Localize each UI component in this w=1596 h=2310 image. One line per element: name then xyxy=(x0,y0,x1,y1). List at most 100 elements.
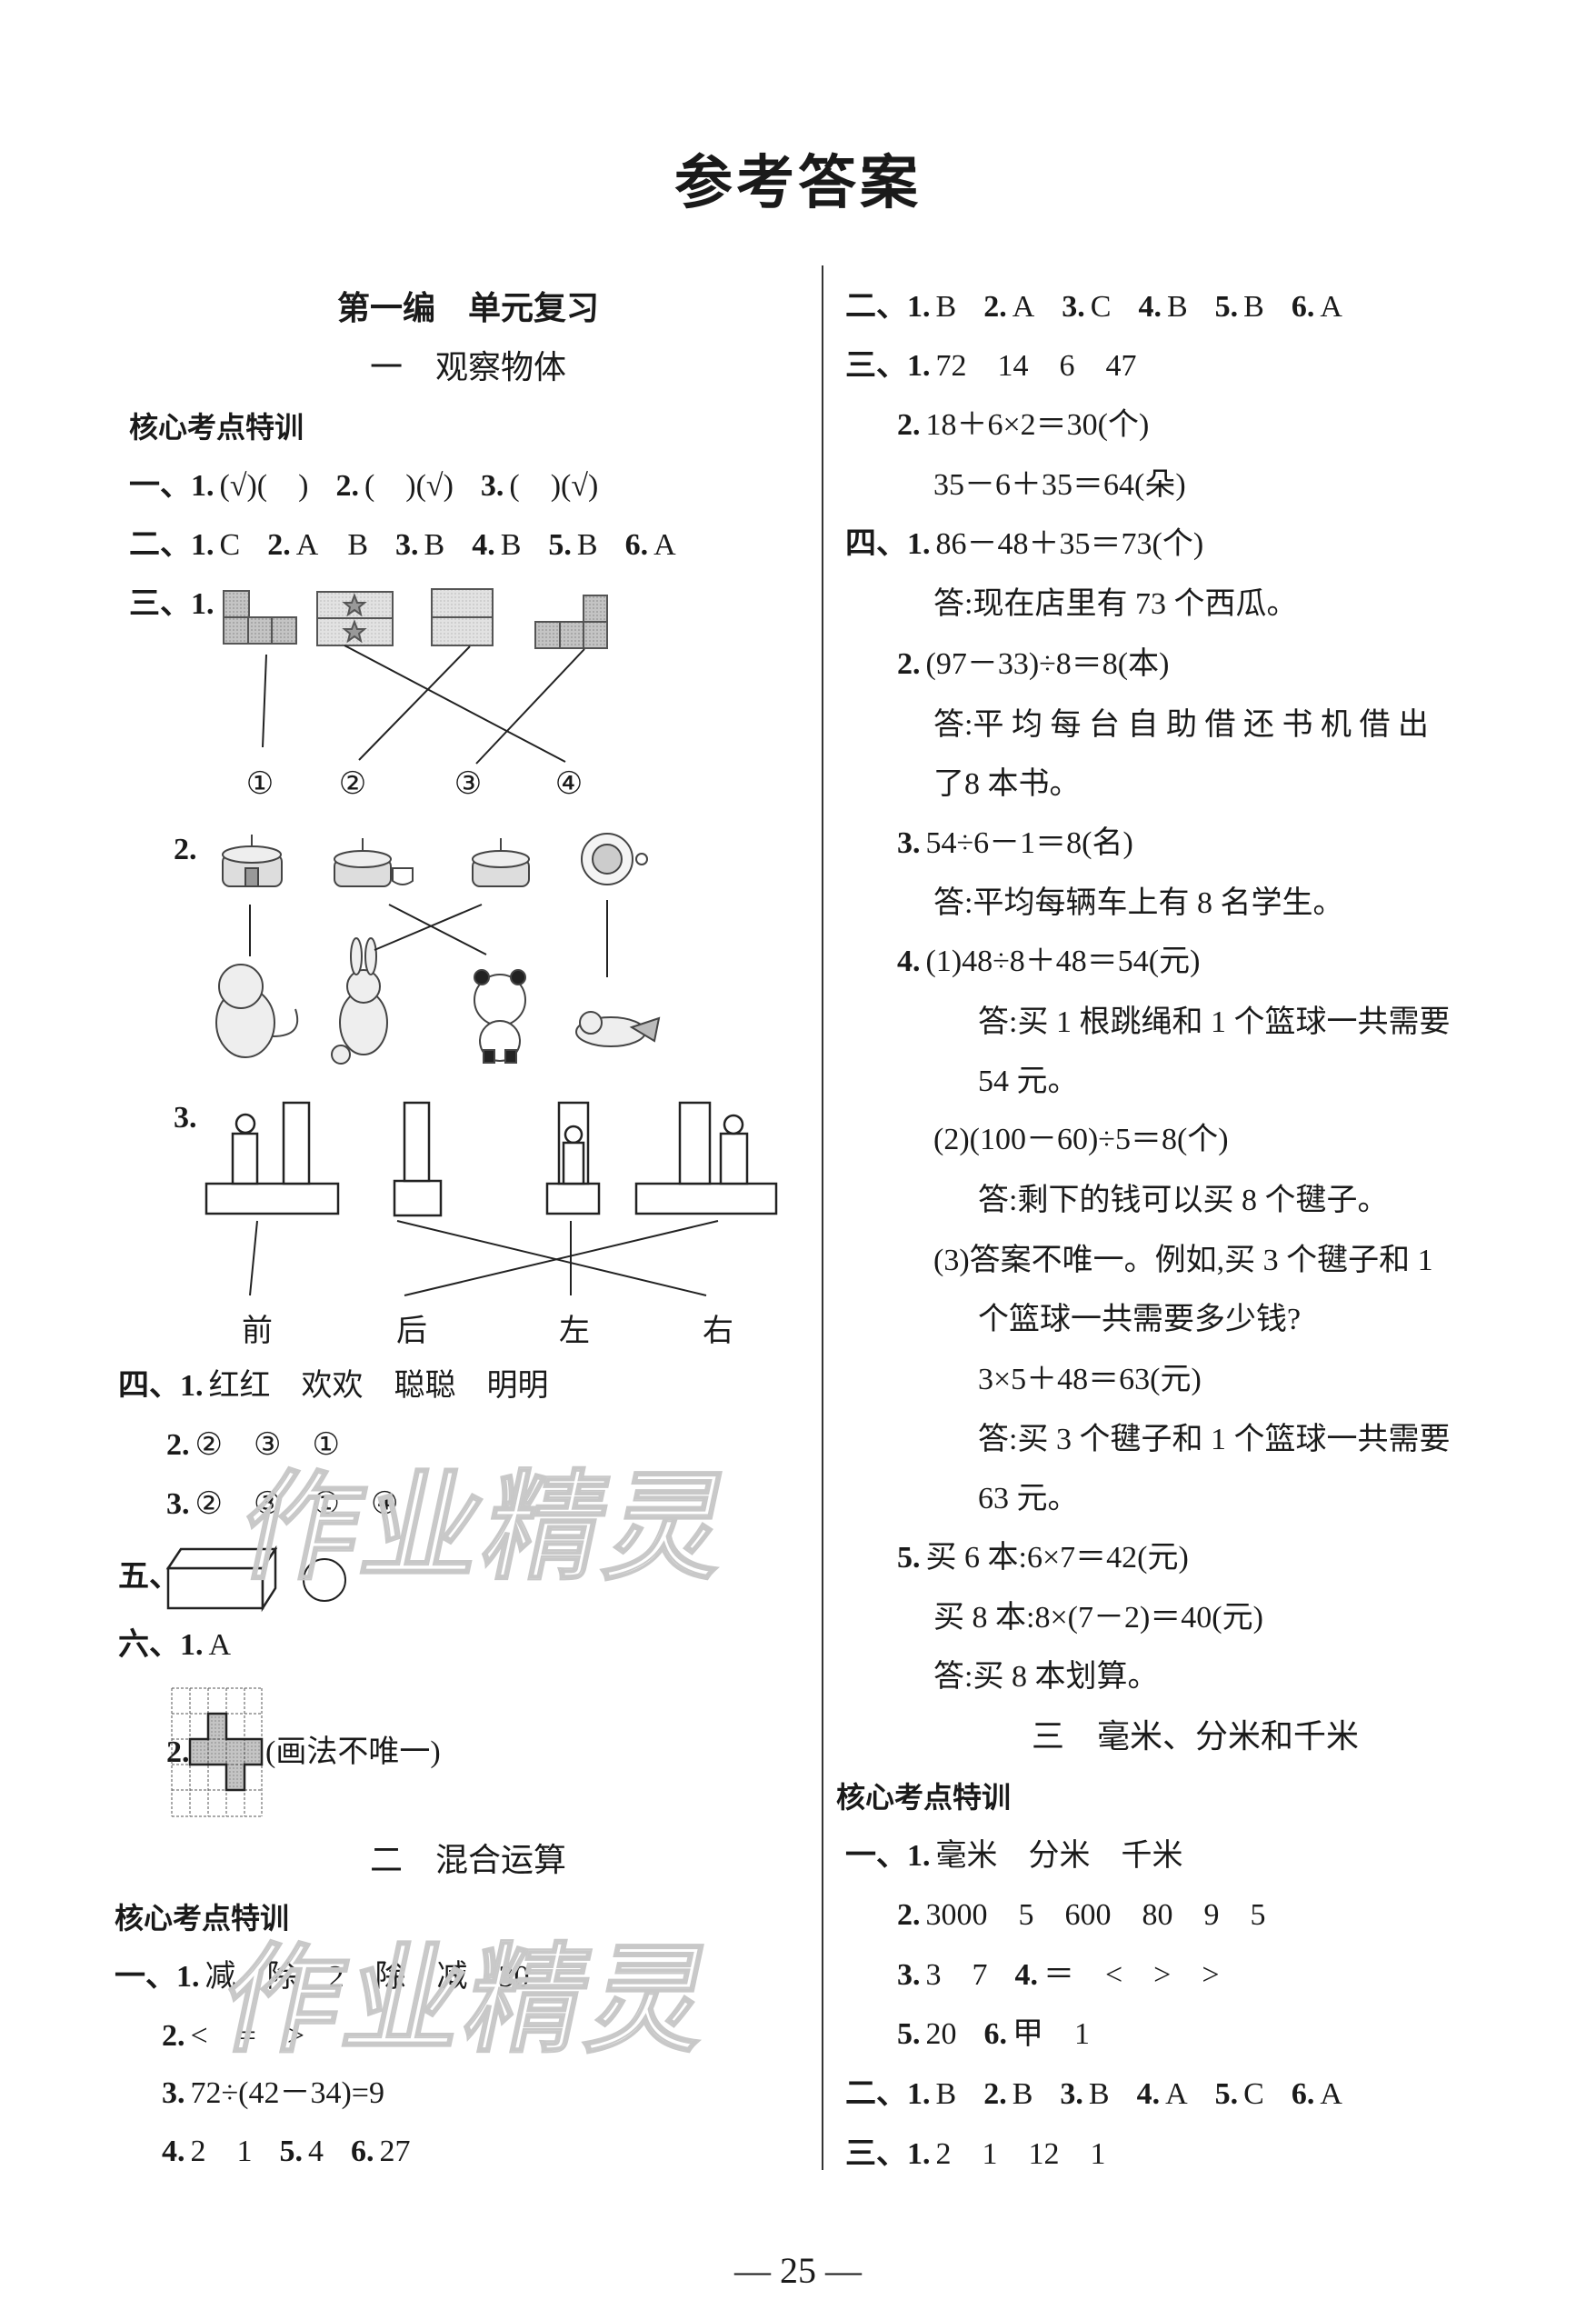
answer-text: A xyxy=(1320,2077,1342,2111)
answer-item: 答:买 3 个毽子和 1 个篮球一共需要 xyxy=(978,1423,1450,1456)
answer-text: A xyxy=(1012,290,1035,324)
right-answer-line: 答:买 3 个毽子和 1 个篮球一共需要 xyxy=(978,1411,1477,1469)
question-number: 5. xyxy=(897,2017,921,2051)
answer-text: ( )(√) xyxy=(509,469,599,503)
question-number: 一、1. xyxy=(115,1960,200,1994)
answer-text: B xyxy=(1088,2077,1110,2111)
answer-text: A xyxy=(1165,2077,1188,2111)
answer-item: (3)答案不唯一。例如,买 3 个毽子和 1 xyxy=(933,1244,1433,1277)
answer-text: ( )(√) xyxy=(364,469,454,503)
answer-text: 18＋6×2＝30(个) xyxy=(925,408,1150,442)
question-number: 5. xyxy=(1214,2077,1239,2111)
answer-text: (2)(100－60)÷5＝8(个) xyxy=(933,1123,1229,1156)
page-number: — 25 — xyxy=(734,2250,862,2291)
right-answer-line: 答:现在店里有 73 个西瓜。 xyxy=(933,575,1324,634)
answer-item: 2.A xyxy=(983,290,1034,324)
answer-item: 5.C xyxy=(1215,2077,1264,2111)
answer-item: 答:平 均 每 台 自 助 借 还 书 机 借 出 xyxy=(933,708,1429,742)
right-answer-line: 答:买 1 根跳绳和 1 个篮球一共需要 xyxy=(978,994,1477,1052)
question-number: 5. xyxy=(897,1541,921,1575)
answer-text: 86－48＋35＝73(个) xyxy=(935,527,1204,561)
answer-text: 63 元。 xyxy=(978,1482,1079,1515)
answer-text: B xyxy=(424,528,445,562)
question-number: 一、1. xyxy=(129,469,214,503)
answer-item: 35－6＋35＝64(朵) xyxy=(933,468,1186,502)
answer-item: 答:平均每辆车上有 8 名学生。 xyxy=(933,886,1343,920)
answer-item: 6.A xyxy=(1292,290,1342,324)
question-number: 2. xyxy=(166,1735,190,1769)
right-answer-line: (2)(100－60)÷5＝8(个) xyxy=(933,1111,1256,1169)
answer-text: 54 元。 xyxy=(978,1065,1079,1098)
right-answer-line: 答:平 均 每 台 自 助 借 还 书 机 借 出 xyxy=(933,696,1456,755)
left-answer-line: 2. xyxy=(166,1724,223,1782)
question-number: 6. xyxy=(351,2135,374,2168)
left-answer-line: 四、1.红红 欢欢 聪聪 明明 xyxy=(118,1357,576,1415)
answer-item: 一、1.毫米 分米 千米 xyxy=(845,1839,1183,1873)
question-number: 2. xyxy=(983,290,1007,324)
answer-text: ＝ < > > xyxy=(1043,1958,1220,1992)
question-number: 4. xyxy=(1014,1958,1039,1992)
right-answer-line: 3×5＋48＝63(元) xyxy=(978,1351,1229,1409)
answer-text: 2 1 12 1 xyxy=(935,2137,1106,2171)
answer-item: 3.② ③ ① ④ xyxy=(166,1487,398,1521)
right-answer-line: 4.(1)48÷8＋48＝54(元) xyxy=(897,933,1227,991)
answer-item: 6.A xyxy=(1292,2077,1342,2111)
answer-item: 一、1.(√)( ) xyxy=(129,469,308,503)
answer-item: 5.B xyxy=(1215,290,1264,324)
right-answer-line: 2.(97－33)÷8＝8(本) xyxy=(897,635,1196,694)
question-number: 六、1. xyxy=(118,1628,204,1662)
answer-text: 答:现在店里有 73 个西瓜。 xyxy=(933,587,1298,621)
right-answer-line: 3.54÷6－1＝8(名) xyxy=(897,815,1161,873)
star-icon xyxy=(342,593,367,617)
question-number: 2. xyxy=(162,2019,185,2053)
question-number: 三、1. xyxy=(129,587,214,621)
question-number: 6. xyxy=(983,2017,1008,2051)
answer-item: 5.20 xyxy=(897,2017,957,2051)
left-answer-line: 六、1.A xyxy=(118,1616,258,1675)
answer-text: C xyxy=(1243,2077,1264,2111)
view-shape-3 xyxy=(431,588,494,646)
answer-item: 三、1.72 14 6 47 xyxy=(845,349,1137,383)
circled-label: ④ xyxy=(554,767,584,801)
answer-item: 3.3 7 xyxy=(897,1958,988,1992)
block-views xyxy=(204,1101,778,1217)
left-answer-line: 3.72÷(42－34)=9 xyxy=(162,2065,412,2123)
circled-label: ③ xyxy=(454,767,483,801)
direction-label-front: 前 xyxy=(242,1315,273,1348)
star-icon xyxy=(342,619,367,644)
question-number: 三、1. xyxy=(845,2137,931,2171)
circle-figure xyxy=(303,1558,346,1602)
question-number: 2. xyxy=(897,408,921,442)
question-number: 3. xyxy=(166,1487,190,1521)
question-number: 5. xyxy=(279,2135,304,2168)
question-number: 二、1. xyxy=(845,290,931,324)
question-number: 3. xyxy=(1060,2077,1083,2111)
question-number: 3. xyxy=(897,1958,921,1992)
right-answer-line: 35－6＋35＝64(朵) xyxy=(933,456,1213,515)
left-answer-line: 3.② ③ ① ④ xyxy=(166,1475,425,1534)
question-number: 3. xyxy=(480,469,504,503)
cake-icon xyxy=(334,838,414,887)
direction-label-back: 后 xyxy=(396,1315,427,1348)
answer-text: 2 1 xyxy=(190,2135,253,2168)
answer-item: 三、1.2 1 12 1 xyxy=(845,2137,1106,2171)
answer-text: (3)答案不唯一。例如,买 3 个毽子和 1 xyxy=(933,1244,1433,1277)
unit-title: 第一编 单元复习 xyxy=(336,290,599,327)
answer-item: 一、1.减 除 2 除 减 30 xyxy=(115,1960,530,1994)
left-answer-line: 2.< = > xyxy=(162,2007,332,2065)
question-number: 3. xyxy=(162,2076,185,2110)
left-answer-line: 3. xyxy=(174,1089,230,1147)
right-answer-line: 了8 本书。 xyxy=(933,755,1108,814)
panda-icon xyxy=(474,969,526,1064)
animal-icons xyxy=(215,937,661,1065)
answer-item: 二、1.B xyxy=(845,2077,956,2111)
circled-label: ② xyxy=(338,767,367,801)
answer-text: 4 xyxy=(308,2135,324,2168)
answer-item: 个篮球一共需要多少钱? xyxy=(978,1303,1301,1336)
page-title: 参考答案 xyxy=(674,150,922,217)
answer-text: A xyxy=(653,528,676,562)
right-answer-line: 个篮球一共需要多少钱? xyxy=(978,1291,1328,1349)
answer-text: C xyxy=(219,528,241,562)
